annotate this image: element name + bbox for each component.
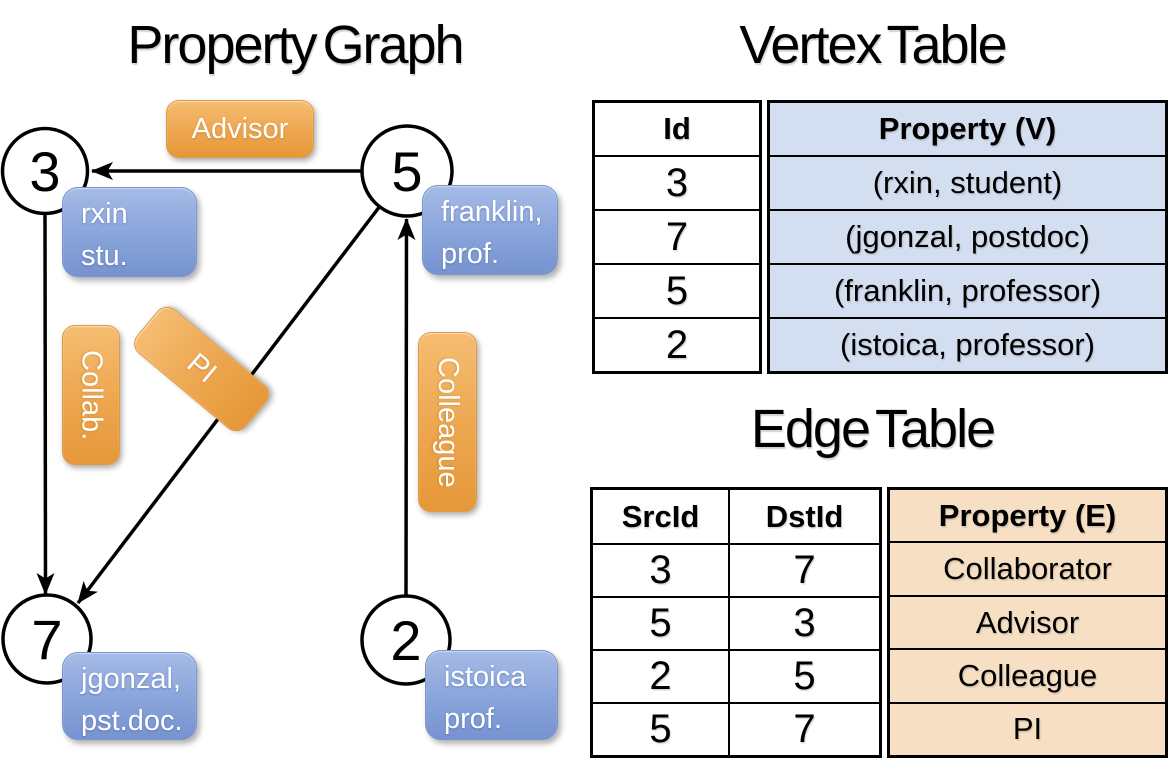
edge-table-header-property: Property (E) — [938, 497, 1117, 533]
table-cell: 5 — [728, 649, 879, 702]
vertex-table-header-property: Property (V) — [878, 111, 1057, 146]
edge-table-id-columns: SrcId DstId 3 7 5 3 2 5 5 7 — [590, 487, 882, 758]
table-cell: 5 — [593, 702, 728, 755]
table-cell: 7 — [595, 209, 759, 263]
table-cell: 5 — [593, 596, 728, 649]
table-cell: 3 — [728, 596, 879, 649]
edge-label-collab: Collab. — [62, 325, 120, 465]
vertex-property-box-rxin: rxin stu. — [62, 187, 197, 277]
vertex-property-line: prof. — [441, 238, 500, 270]
vertex-property-box-istoica: istoica prof. — [425, 650, 558, 740]
vertex-property-line: pst.doc. — [81, 705, 183, 737]
vertex-table-id-column: Id 3 7 5 2 — [592, 100, 762, 374]
table-cell: 2 — [593, 649, 728, 702]
node-id-2: 2 — [390, 609, 421, 672]
table-cell: 2 — [595, 317, 759, 371]
table-cell: 7 — [728, 702, 879, 755]
node-id-7: 7 — [31, 608, 62, 671]
vertex-property-line: stu. — [81, 240, 128, 272]
vertex-table-header-id: Id — [663, 111, 691, 146]
table-cell: (franklin, professor) — [770, 263, 1165, 317]
table-cell: Collaborator — [890, 541, 1165, 594]
vertex-property-line: jgonzal, — [81, 663, 181, 695]
edge-table-title: Edge Table — [750, 399, 996, 459]
table-cell: (rxin, student) — [770, 155, 1165, 209]
table-cell: PI — [890, 701, 1165, 755]
table-cell: 3 — [593, 543, 728, 596]
node-id-3: 3 — [29, 140, 60, 203]
table-cell: (istoica, professor) — [770, 317, 1165, 371]
vertex-property-box-franklin: franklin, prof. — [422, 185, 558, 275]
edge-label-advisor: Advisor — [166, 100, 314, 158]
vertex-property-box-jgonzal: jgonzal, pst.doc. — [62, 652, 197, 740]
edge-table-property-column: Property (E) Collaborator Advisor Collea… — [887, 487, 1168, 758]
node-id-5: 5 — [391, 140, 422, 203]
table-cell: 3 — [595, 155, 759, 209]
table-cell: Advisor — [890, 594, 1165, 648]
vertex-property-line: istoica — [444, 661, 527, 693]
edge-label-colleague: Colleague — [418, 332, 477, 512]
edge-3-to-7 — [36, 211, 55, 595]
edge-table-header-dstid: DstId — [728, 490, 879, 543]
property-graph-title: Property Graph — [127, 15, 464, 75]
vertex-property-line: franklin, — [441, 196, 543, 228]
vertex-property-line: prof. — [444, 703, 503, 735]
table-cell: 7 — [728, 543, 879, 596]
table-cell: Colleague — [890, 648, 1165, 701]
edge-2-to-5 — [397, 218, 416, 598]
table-cell: (jgonzal, postdoc) — [770, 209, 1165, 263]
vertex-property-line: rxin — [81, 198, 128, 230]
vertex-table-property-column: Property (V) (rxin, student) (jgonzal, p… — [767, 100, 1168, 374]
edge-table-header-srcid: SrcId — [621, 498, 700, 534]
vertex-table-title: Vertex Table — [739, 15, 1007, 75]
table-cell: 5 — [595, 263, 759, 317]
